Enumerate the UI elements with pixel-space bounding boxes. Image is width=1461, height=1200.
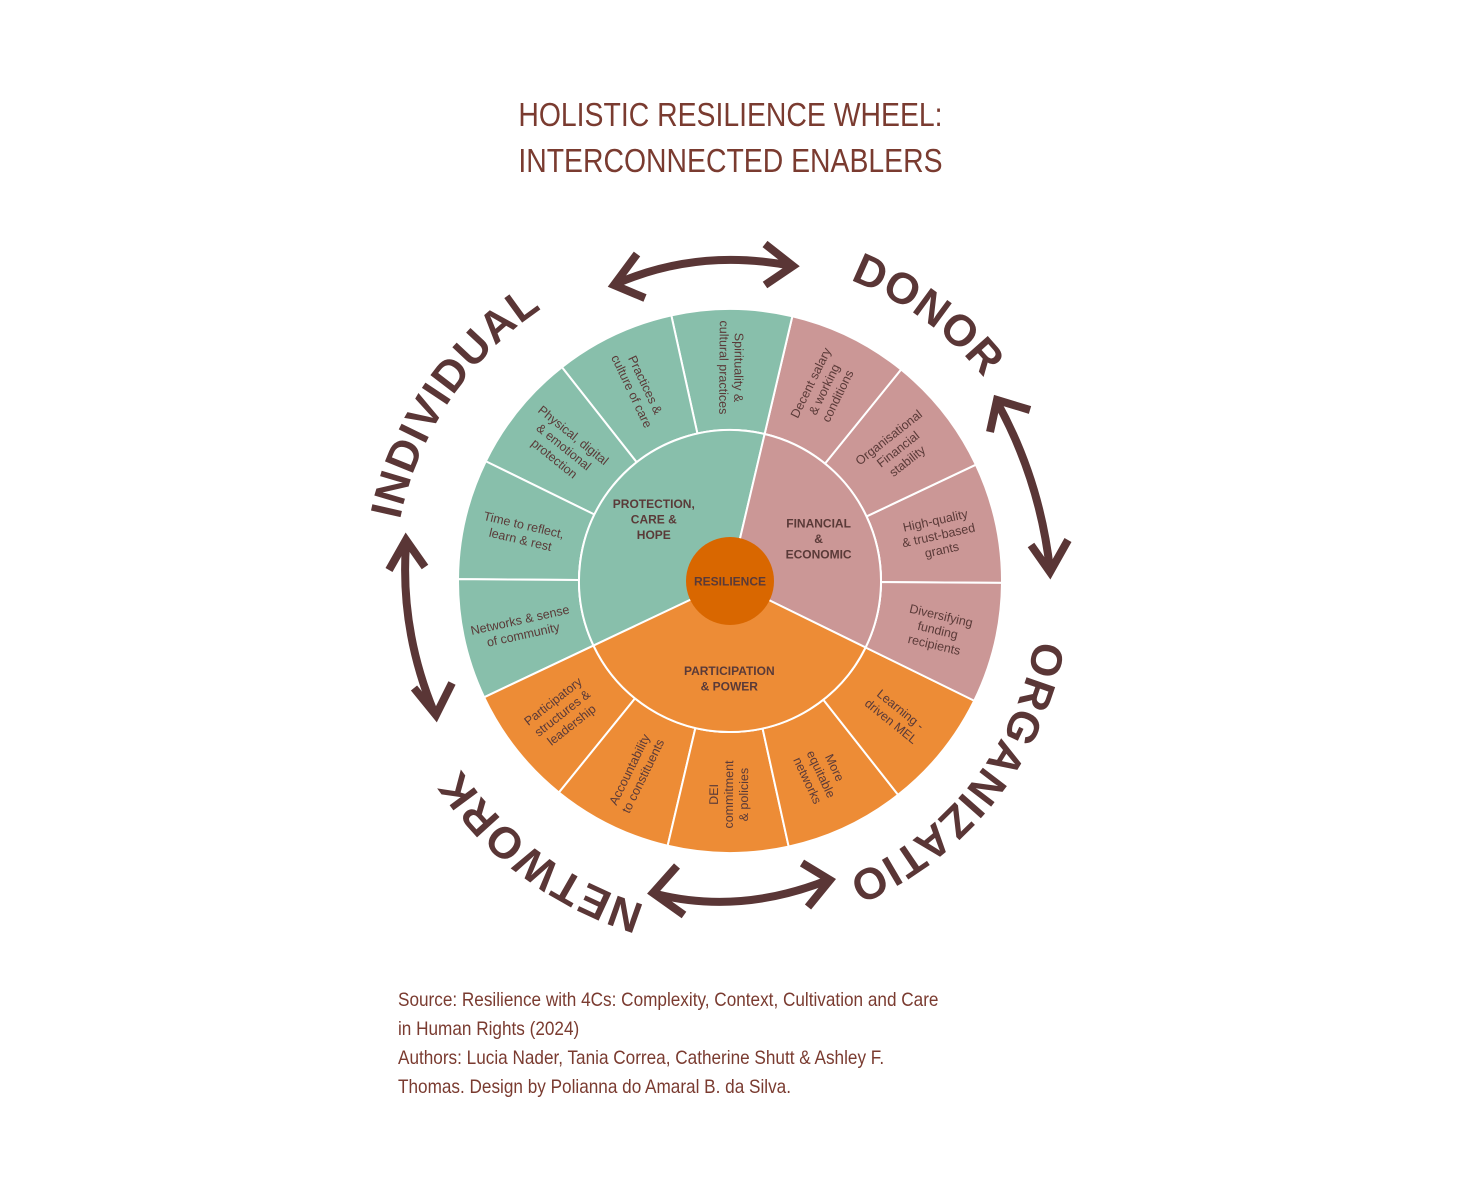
segment-label: DEIcommitment& policies (707, 760, 751, 829)
segment-label-line: & policies (737, 768, 751, 822)
center-label: RESILIENCE (694, 575, 766, 589)
category-label-line: CARE & (631, 512, 677, 526)
category-label-line: PROTECTION, (613, 497, 695, 511)
source-line-2: in Human Rights (2024) (398, 1018, 580, 1040)
category-label-line: FINANCIAL (786, 517, 851, 531)
category-label-financial: FINANCIAL& ECONOMIC (786, 517, 852, 562)
category-label-protection: PROTECTION,CARE & HOPE (613, 497, 695, 542)
double-headed-arrow-icon (647, 859, 837, 919)
source-line-1: Source: Resilience with 4Cs: Complexity,… (398, 989, 939, 1011)
category-label-participation: PARTICIPATION & POWER (684, 664, 775, 694)
double-headed-arrow-icon (385, 532, 456, 723)
segment-label: Moreequitablenetworks (790, 742, 851, 807)
segment-label-line: commitment (722, 760, 736, 829)
segment-label: Spirituality &cultural practices (716, 321, 746, 415)
source-citation: Source: Resilience with 4Cs: Complexity,… (398, 986, 1067, 1102)
category-labels: PROTECTION,CARE & HOPE FINANCIAL& ECONOMIC P… (613, 497, 852, 694)
category-label-line: ECONOMIC (786, 548, 852, 562)
category-sector-participation (592, 579, 867, 733)
diagram-title: HOLISTIC RESILIENCE WHEEL: INTERCONNECTE… (102, 92, 1358, 184)
segment-label-line: cultural practices (716, 321, 731, 415)
source-line-3: Authors: Lucia Nader, Tania Correa, Cath… (398, 1047, 885, 1069)
segment-label-line: DEI (707, 784, 721, 805)
category-sector-protection (578, 429, 766, 647)
category-label-line: & (814, 532, 823, 546)
source-line-4: Thomas. Design by Polianna do Amaral B. … (398, 1076, 791, 1098)
segment-label-line: Spirituality & (731, 333, 745, 403)
double-headed-arrow-icon (607, 240, 800, 302)
double-headed-arrow-icon (986, 394, 1072, 580)
segment-label: Physical, digital& emotionalprotection (516, 403, 611, 491)
title-line-1: HOLISTIC RESILIENCE WHEEL: (518, 96, 943, 133)
outer-ring (456, 308, 1003, 854)
category-label-line: & POWER (701, 680, 759, 694)
title-line-2: INTERCONNECTED ENABLERS (518, 142, 943, 179)
category-label-line: HOPE (637, 528, 671, 542)
inner-ring (578, 429, 882, 733)
resilience-center-circle (686, 537, 774, 625)
category-label-line: PARTICIPATION (684, 664, 775, 678)
